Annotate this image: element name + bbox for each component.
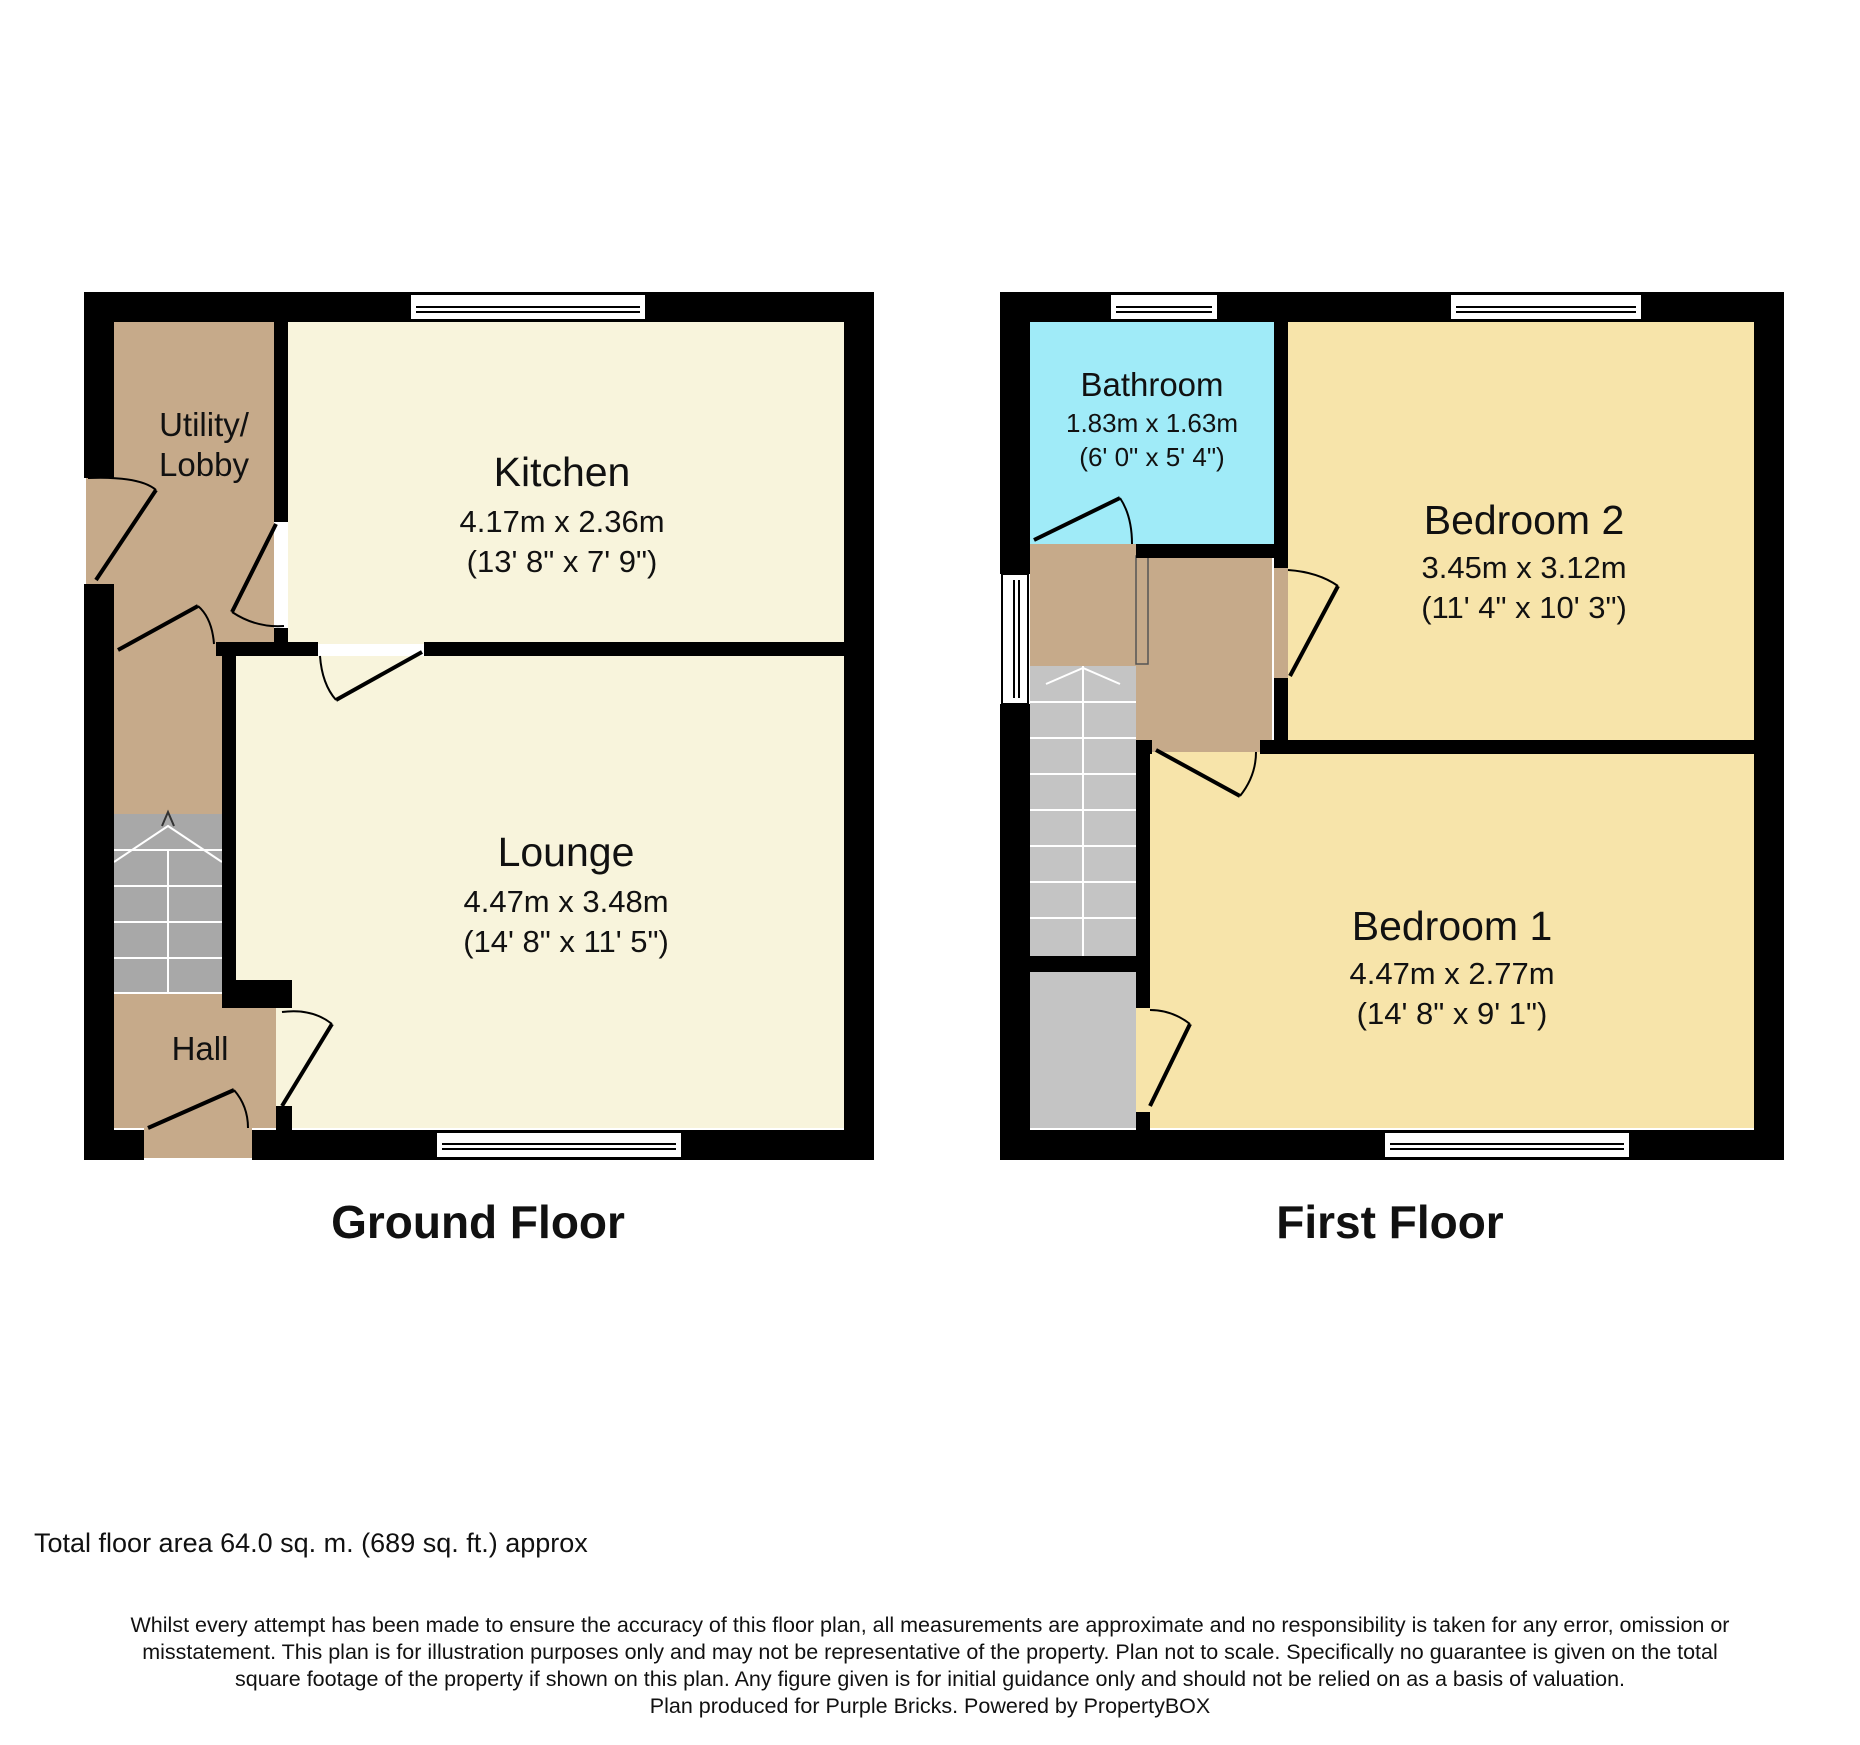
stair-landing-area xyxy=(114,644,222,814)
first-floor-plan: Bathroom 1.83m x 1.63m (6' 0" x 5' 4") B… xyxy=(1000,292,1784,1248)
first-floor-doors xyxy=(1033,496,1340,1112)
bedroom1-label: Bedroom 1 xyxy=(1352,903,1553,949)
disclaimer-line: Whilst every attempt has been made to en… xyxy=(130,1613,1730,1637)
disclaimer: Whilst every attempt has been made to en… xyxy=(40,1612,1820,1720)
total-floor-area: Total floor area 64.0 sq. m. (689 sq. ft… xyxy=(34,1528,588,1558)
lounge-metric: 4.47m x 3.48m xyxy=(463,884,668,919)
bedroom2-imperial: (11' 4" x 10' 3") xyxy=(1421,590,1627,625)
floor-plan-drawing: Utility/ Lobby Kitchen 4.17m x 2.36m (13… xyxy=(84,292,1784,1248)
bedroom1-window xyxy=(1383,1131,1631,1159)
utility-label-line1: Utility/ xyxy=(159,406,250,443)
landing-area-right xyxy=(1136,558,1272,740)
bedroom1-imperial: (14' 8" x 9' 1") xyxy=(1357,996,1548,1031)
airing-cupboard xyxy=(1135,555,1149,665)
ground-floor-title: Ground Floor xyxy=(331,1196,625,1248)
bathroom-room xyxy=(1030,322,1276,544)
lounge-label: Lounge xyxy=(498,829,635,875)
bedroom2-window xyxy=(1449,293,1643,321)
bedroom1-room xyxy=(1150,752,1756,1128)
bedroom2-metric: 3.45m x 3.12m xyxy=(1421,550,1626,585)
landing-window xyxy=(1001,573,1029,705)
bedroom1-metric: 4.47m x 2.77m xyxy=(1349,956,1554,991)
bathroom-label: Bathroom xyxy=(1080,366,1223,403)
ground-floor-plan: Utility/ Lobby Kitchen 4.17m x 2.36m (13… xyxy=(84,292,874,1248)
storage-cupboard xyxy=(1030,972,1136,1128)
disclaimer-line: misstatement. This plan is for illustrat… xyxy=(142,1640,1718,1664)
first-floor-stairs xyxy=(1030,666,1136,956)
utility-label-line2: Lobby xyxy=(159,446,249,483)
bathroom-metric: 1.83m x 1.63m xyxy=(1066,408,1238,438)
bathroom-imperial: (6' 0" x 5' 4") xyxy=(1079,442,1224,472)
bathroom-window xyxy=(1109,293,1219,321)
lounge-window xyxy=(435,1131,683,1159)
kitchen-metric: 4.17m x 2.36m xyxy=(459,504,664,539)
disclaimer-credit: Plan produced for Purple Bricks. Powered… xyxy=(649,1694,1211,1718)
ground-floor-stairs xyxy=(113,809,223,992)
first-floor-title: First Floor xyxy=(1276,1196,1504,1248)
bedroom2-label: Bedroom 2 xyxy=(1424,497,1625,543)
kitchen-room xyxy=(288,322,844,644)
ground-floor-doors xyxy=(86,476,423,1130)
hall-label: Hall xyxy=(172,1030,229,1067)
utility-lobby-room xyxy=(114,322,274,644)
lounge-imperial: (14' 8" x 11' 5") xyxy=(463,924,669,959)
bedroom2-room xyxy=(1288,322,1756,740)
disclaimer-line: square footage of the property if shown … xyxy=(234,1667,1626,1691)
hall-entry-strip xyxy=(144,1128,252,1158)
landing-area xyxy=(1030,544,1136,666)
lounge-room xyxy=(236,656,844,1128)
kitchen-label: Kitchen xyxy=(494,449,631,495)
kitchen-imperial: (13' 8" x 7' 9") xyxy=(467,544,658,579)
kitchen-window xyxy=(409,293,647,321)
